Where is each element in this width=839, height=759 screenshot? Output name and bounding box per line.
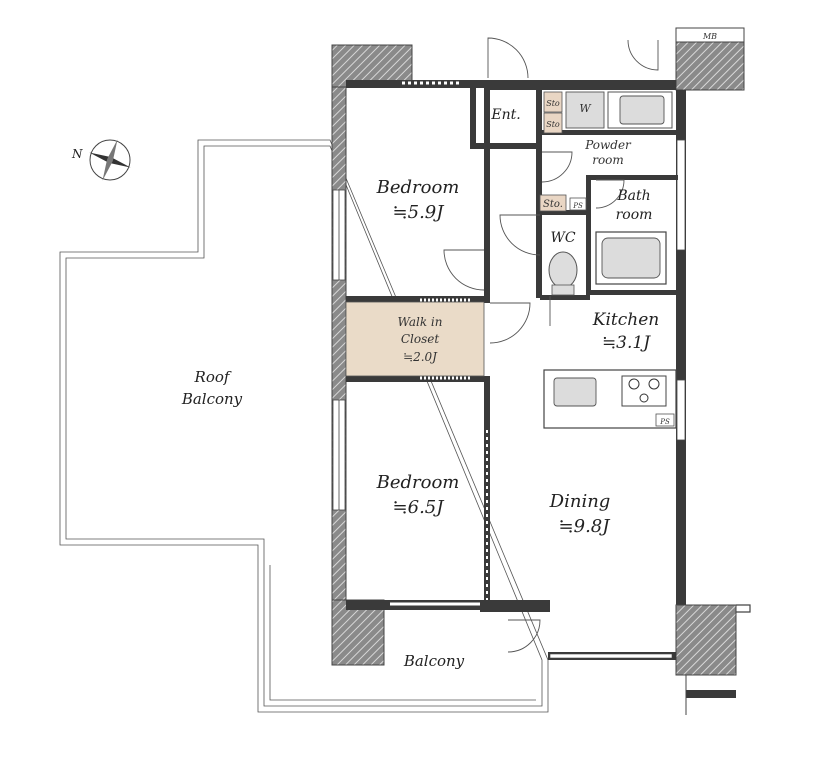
- powder-room-line1: Powder: [584, 138, 632, 152]
- roof-balcony-line1: Roof: [194, 368, 232, 386]
- kitchen-sink: [553, 377, 597, 407]
- bedroom1-size: ≒5.9J: [393, 202, 446, 223]
- stove: [621, 375, 667, 407]
- bedroom2-size: ≒6.5J: [393, 497, 446, 518]
- fixtures: [539, 91, 675, 427]
- compass-icon: [89, 139, 131, 181]
- mb-label: MB: [702, 32, 717, 41]
- balcony-name: Balcony: [403, 652, 465, 670]
- closet-line2: Closet: [401, 332, 440, 346]
- ps2-label: PS: [659, 418, 670, 426]
- dining-size: ≒9.8J: [559, 516, 612, 537]
- storage-small-1: [543, 91, 563, 113]
- washer-label: W: [579, 102, 592, 115]
- storage-box: [539, 194, 567, 212]
- bathroom-line2: room: [616, 207, 653, 223]
- powder-room-line2: room: [592, 153, 624, 167]
- walk-in-closet: [345, 301, 485, 377]
- entrance-name: Ent.: [490, 107, 520, 123]
- toilet: [548, 251, 578, 289]
- ps1-label: PS: [572, 202, 583, 210]
- closet-size: ≒2.0J: [403, 350, 438, 364]
- closet-line1: Walk in: [398, 315, 443, 329]
- dining-name: Dining: [549, 491, 611, 512]
- kitchen-size: ≒3.1J: [602, 333, 651, 353]
- storage-small-2: [543, 112, 563, 134]
- kitchen-name: Kitchen: [592, 310, 659, 330]
- roof-balcony-line2: Balcony: [181, 390, 243, 408]
- wc-name: WC: [550, 230, 575, 246]
- sliding-tracks: [390, 81, 488, 606]
- compass-north-label: N: [71, 147, 83, 161]
- roof-balcony-outline: [59, 139, 549, 713]
- door-swings: [443, 37, 659, 653]
- storage-small-1-label: Sto: [546, 99, 560, 108]
- bathroom-line1: Bath: [616, 188, 650, 204]
- bedroom1-name: Bedroom: [376, 177, 460, 198]
- bedroom2-name: Bedroom: [376, 472, 460, 493]
- storage-small-2-label: Sto: [546, 120, 560, 129]
- exterior-walls: [331, 27, 751, 715]
- storage-label: Sto.: [543, 199, 563, 210]
- washer-area: [565, 91, 605, 129]
